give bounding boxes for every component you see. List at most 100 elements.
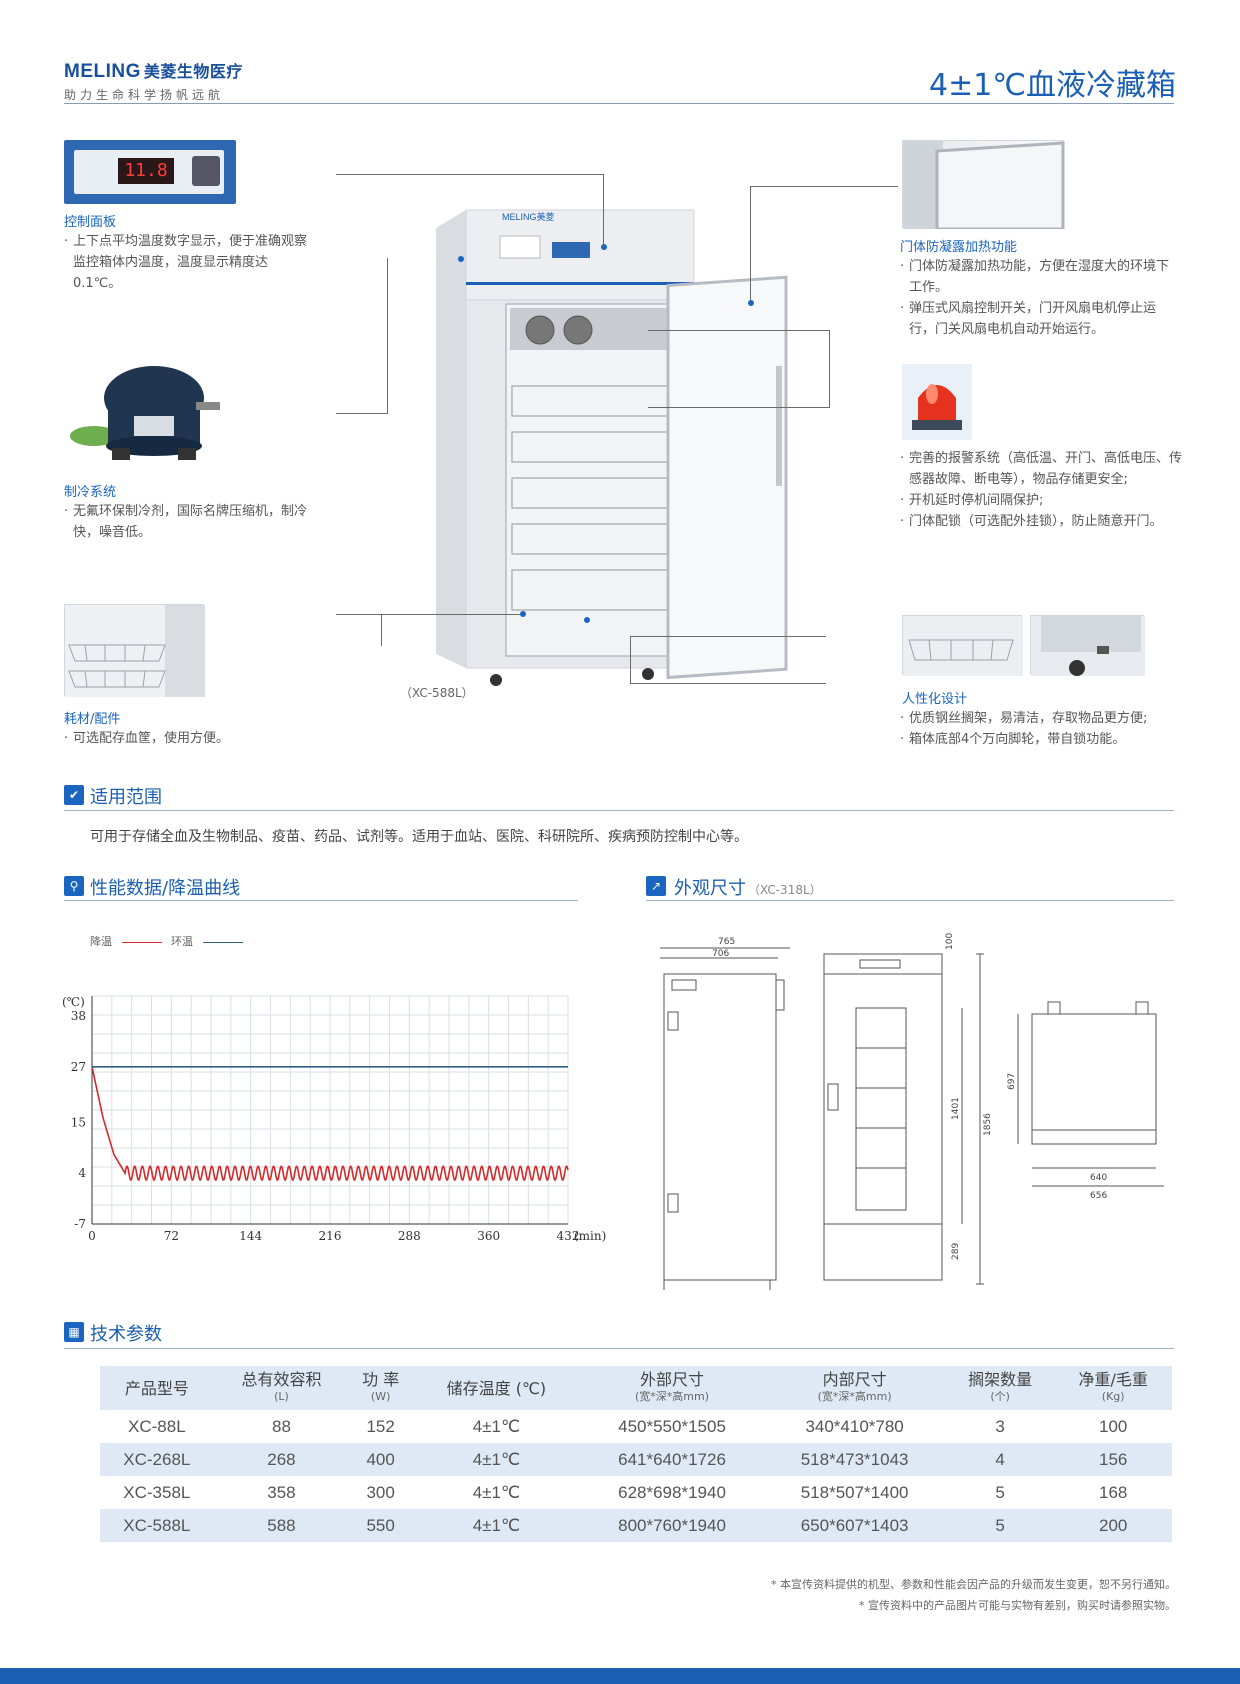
table-cell: 168	[1098, 1482, 1128, 1502]
table-cell: XC-358L	[123, 1482, 191, 1502]
front-view-drawing	[823, 953, 984, 1285]
performance-heading: 性能数据/降温曲线	[90, 878, 241, 899]
basket-image	[64, 604, 205, 697]
table-cell: 588	[213, 1509, 350, 1542]
compressor-image	[64, 356, 232, 468]
table-cell: 340*410*780	[805, 1416, 904, 1436]
dimensions-heading-label: 外观尺寸	[674, 878, 746, 899]
brand-name-cn: 美菱生物医疗	[143, 62, 243, 81]
x-axis-label: (min)	[574, 1229, 606, 1243]
leader-line	[336, 174, 604, 246]
table-cell: 400	[349, 1443, 413, 1476]
specs-header-row: 产品型号 总有效容积(L) 功 率(W) 储存温度 (℃) 外部尺寸(宽*深*高…	[100, 1366, 1172, 1410]
table-cell: 4±1℃	[412, 1509, 581, 1542]
refrigerator-image: MELING美菱	[432, 206, 812, 696]
table-cell: 152	[366, 1416, 395, 1436]
top-view-drawing	[1017, 1001, 1164, 1187]
consumables-title: 耗材/配件	[64, 712, 121, 727]
table-cell: XC-268L	[100, 1443, 214, 1476]
control-panel-list: 上下点平均温度数字显示，便于准确观察监控箱体内温度，温度显示精度达0.1℃。	[64, 231, 314, 294]
list-item: 箱体底部4个万向脚轮，带自锁功能。	[900, 729, 1190, 750]
table-cell: 800*760*1940	[580, 1509, 764, 1542]
legend-ambient-swatch	[202, 941, 243, 943]
refrigeration-title: 制冷系统	[64, 485, 117, 500]
legend-cooling-swatch	[121, 941, 162, 943]
legend-ambient-label: 环温	[171, 935, 193, 948]
dim-front-bottom: 289	[951, 1243, 961, 1260]
table-cell: 5	[945, 1509, 1055, 1542]
table-cell: 4	[945, 1443, 1055, 1476]
dimensions-heading: 外观尺寸（XC-318L）	[674, 874, 822, 900]
caster-wheel-image	[1030, 615, 1145, 676]
specs-divider	[64, 1348, 1174, 1349]
alarm-light-icon	[902, 364, 972, 440]
list-item: 上下点平均温度数字显示，便于准确观察监控箱体内温度，温度显示精度达0.1℃。	[64, 231, 314, 294]
y-tick-label: 15	[71, 1115, 86, 1129]
x-tick-label: 72	[164, 1229, 179, 1243]
x-tick-label: 432	[557, 1229, 580, 1243]
shelf-image	[902, 615, 1023, 676]
note-2: * 宣传资料中的产品图片可能与实物有差别，购买时请参照实物。	[859, 1599, 1176, 1612]
table-cell: 88	[272, 1416, 291, 1436]
table-cell: 300	[366, 1482, 395, 1502]
dim-top-width: 656	[1090, 1191, 1107, 1201]
table-cell: 268	[213, 1443, 350, 1476]
dimensions-model: （XC-318L）	[748, 883, 822, 897]
list-item: 弹压式风扇控制开关，门开风扇电机停止运行，门关风扇电机自动开始运行。	[900, 298, 1180, 340]
leader-line	[750, 186, 898, 304]
table-cell: 518*507*1400	[800, 1482, 909, 1502]
leader-dot	[748, 300, 754, 306]
dim-front-height: 1856	[983, 1113, 993, 1136]
panel-display: 11.8	[118, 158, 174, 184]
performance-divider	[64, 900, 578, 901]
brand-name: MELING	[64, 61, 141, 82]
dim-front-inner: 1401	[951, 1097, 961, 1120]
scope-heading: 适用范围	[90, 787, 162, 808]
leader-line	[336, 614, 382, 646]
dimension-drawings: 765 706 100 1856 1401 289 697 640 656	[660, 933, 1164, 1290]
chart-legend: 降温 环温	[90, 933, 249, 949]
dim-side-depth: 706	[712, 949, 729, 959]
leader-dot	[584, 617, 590, 623]
x-tick-label: 0	[88, 1229, 96, 1243]
human-design-title: 人性化设计	[902, 692, 968, 707]
col-weight: 净重/毛重(Kg)	[1054, 1366, 1172, 1410]
table-cell: XC-88L	[128, 1416, 186, 1436]
table-cell: 5	[995, 1482, 1005, 1502]
table-cell: 156	[1054, 1443, 1172, 1476]
leader-line	[382, 614, 522, 615]
y-axis-label: (℃)	[62, 995, 85, 1009]
alarm-list: 完善的报警系统（高低温、开门、高低电压、传感器故障、断电等），物品存储更安全; …	[900, 448, 1184, 532]
col-outer-size: 外部尺寸(宽*深*高mm)	[580, 1366, 764, 1410]
door-heating-list: 门体防凝露加热功能，方便在湿度大的环境下工作。 弹压式风扇控制开关，门开风扇电机…	[900, 256, 1180, 340]
list-item: 可选配存血筐，使用方便。	[64, 728, 314, 749]
page-title: 4±1℃血液冷藏箱	[928, 68, 1176, 103]
table-cell: 100	[1098, 1416, 1128, 1436]
door-image	[902, 140, 1065, 231]
table-cell: 641*640*1726	[580, 1443, 764, 1476]
col-temp: 储存温度 (℃)	[412, 1366, 581, 1410]
x-tick-label: 360	[477, 1229, 500, 1243]
leader-dot	[520, 611, 526, 617]
col-inner-size: 内部尺寸(宽*深*高mm)	[763, 1366, 946, 1410]
footer-bar	[0, 1668, 1240, 1684]
product-model-label: （XC-588L）	[400, 686, 474, 700]
dim-top-inner-width: 640	[1090, 1173, 1107, 1183]
fridge-brand: MELING美菱	[502, 212, 555, 222]
consumables-list: 可选配存血筐，使用方便。	[64, 728, 314, 749]
table-cell: 550	[349, 1509, 413, 1542]
series-line-cooling	[91, 1066, 569, 1181]
check-icon: ✔	[64, 785, 84, 805]
specs-icon: ▦	[64, 1322, 84, 1342]
table-cell: 518*473*1043	[763, 1443, 946, 1476]
col-power: 功 率(W)	[349, 1366, 413, 1410]
x-tick-label: 216	[319, 1229, 342, 1243]
list-item: 优质钢丝搁架，易清洁，存取物品更方便;	[900, 708, 1190, 729]
leader-dot	[601, 244, 607, 250]
note-1: * 本宣传资料提供的机型、参数和性能会因产品的升级而发生变更，恕不另行通知。	[771, 1578, 1176, 1591]
human-design-list: 优质钢丝搁架，易清洁，存取物品更方便; 箱体底部4个万向脚轮，带自锁功能。	[900, 708, 1190, 750]
table-cell: 4±1℃	[472, 1416, 521, 1436]
specs-table-wrapper: 产品型号 总有效容积(L) 功 率(W) 储存温度 (℃) 外部尺寸(宽*深*高…	[100, 1366, 1172, 1542]
